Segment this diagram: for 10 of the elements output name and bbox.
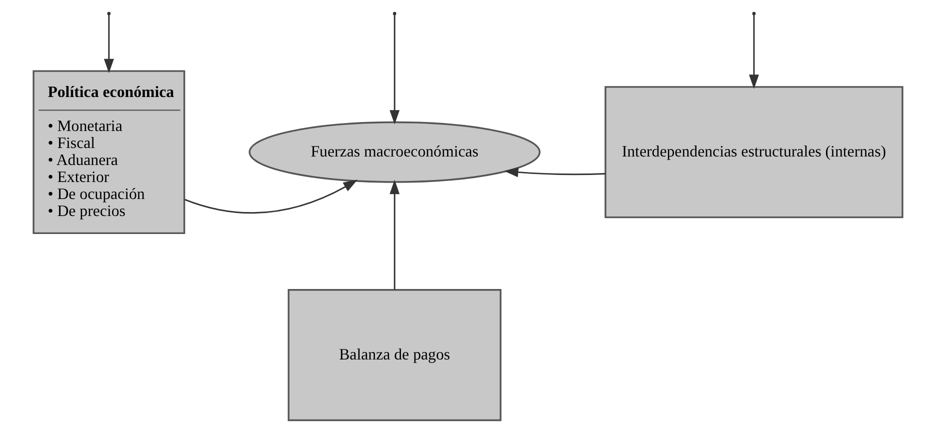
node-box: Balanza de pagos [288,289,502,422]
arrow [390,180,400,290]
arrow [748,14,759,89]
arrow [390,14,400,124]
node-ellipse: Fuerzas macroeconómicas [248,121,541,183]
arrow [104,14,114,74]
node-box: Política económica • Monetaria • Fiscal • Aduanera • Exterior • De ocupación • De precios [32,70,186,234]
arrow [504,167,606,178]
node-box: Interdependencias estructurales (internas) [604,86,904,218]
arrow [184,180,358,214]
